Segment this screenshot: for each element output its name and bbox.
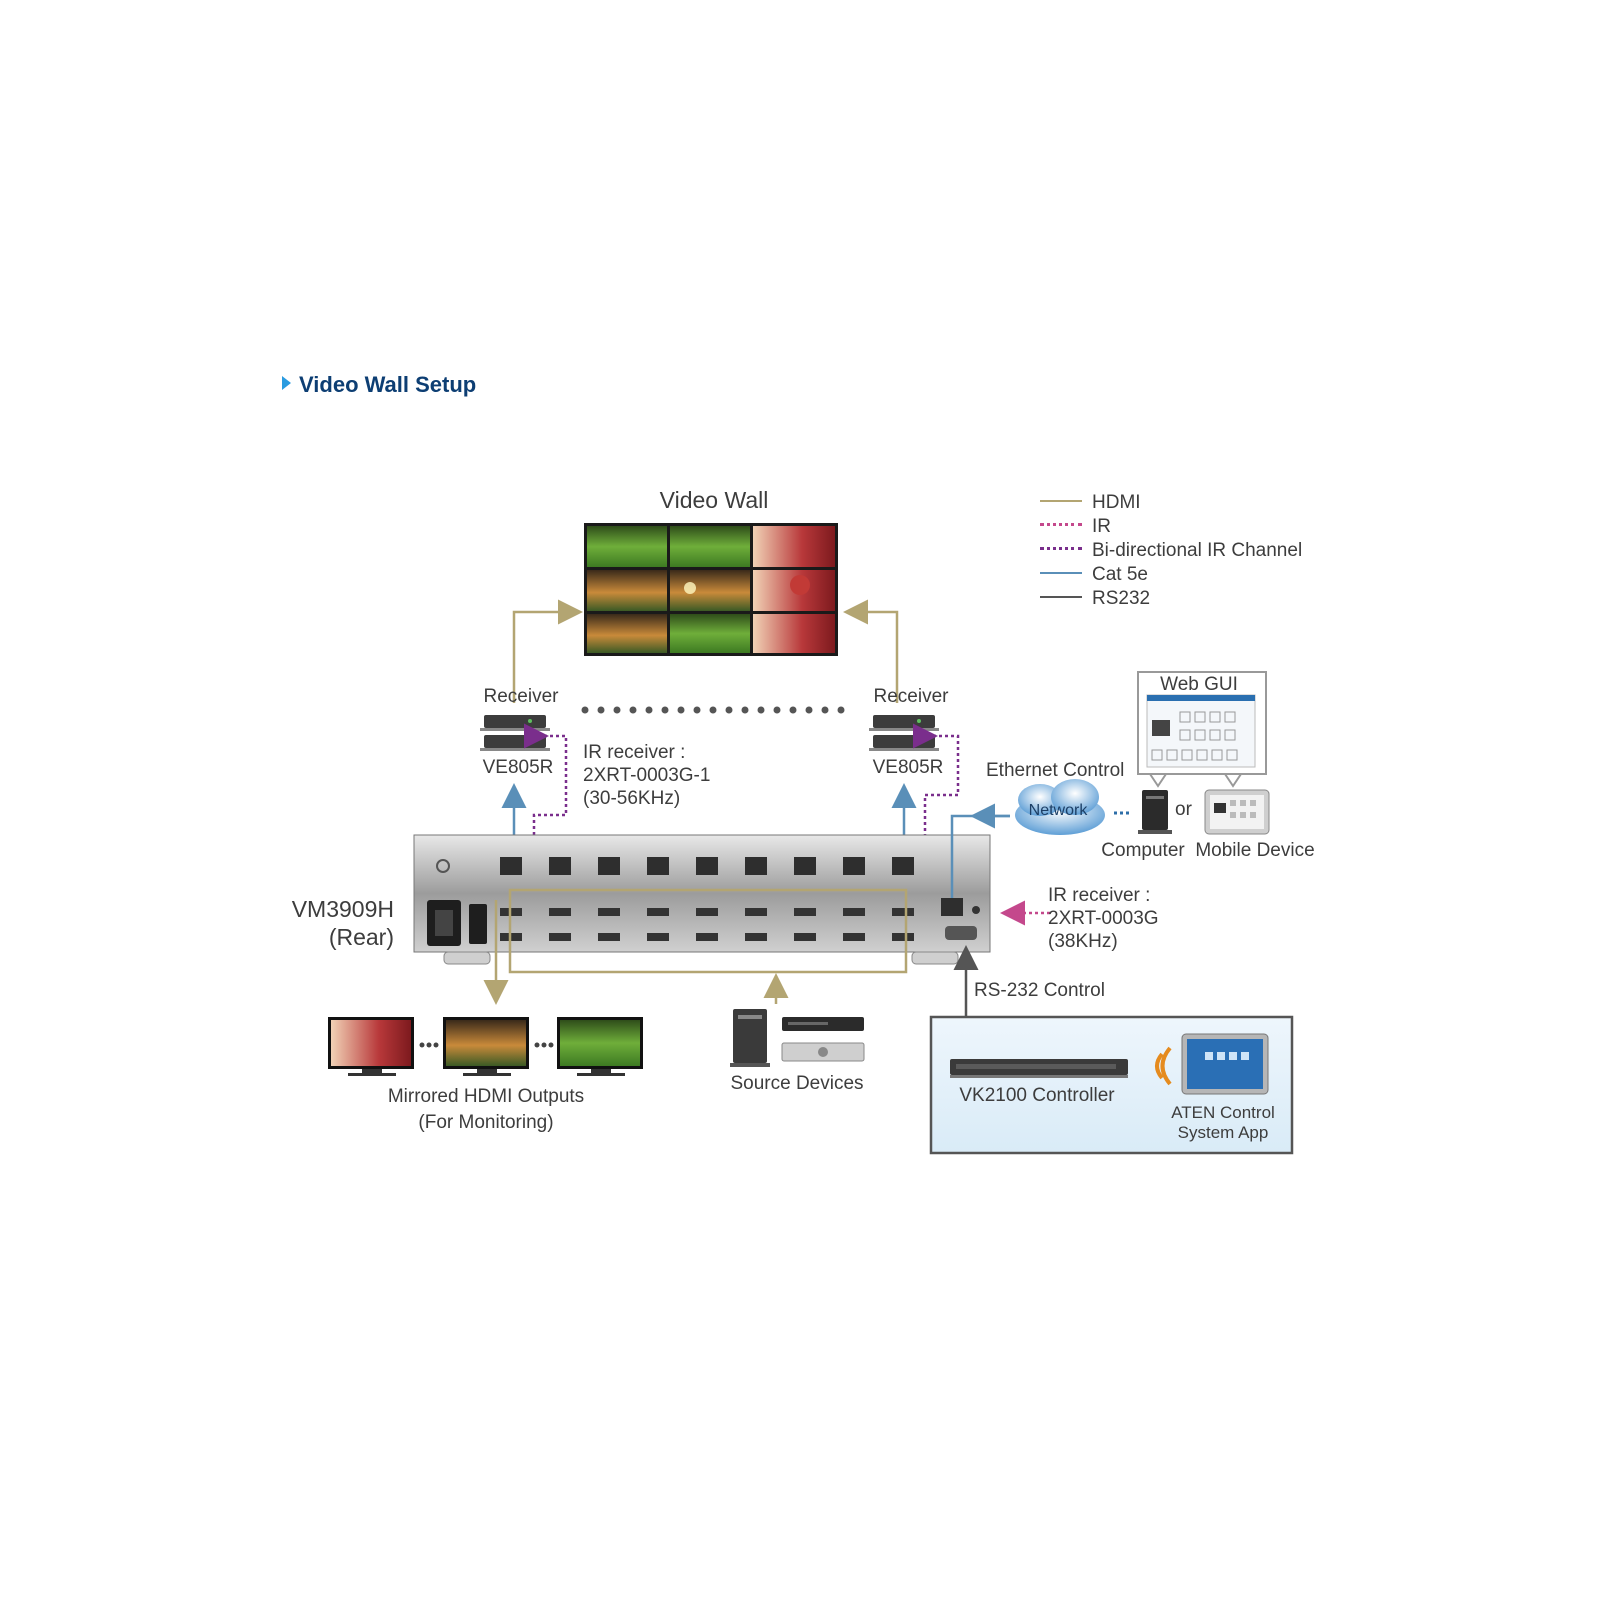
vm3909h-line: VM3909H — [291, 896, 394, 922]
legend-swatch — [1040, 572, 1082, 574]
aten-app-line: System App — [1177, 1123, 1269, 1143]
lan-port — [941, 898, 963, 916]
ir-receiver-2-line: 2XRT-0003G — [1048, 907, 1159, 929]
page-title: Video Wall Setup — [282, 372, 476, 398]
rj45-ports — [500, 857, 914, 875]
or-label: or — [1175, 799, 1192, 820]
legend-label: RS232 — [1092, 588, 1151, 609]
mirrored-outputs-line: (For Monitoring) — [418, 1111, 554, 1133]
ir-receiver-2-line: IR receiver : — [1048, 885, 1151, 906]
video-wall-label: Video Wall — [659, 487, 769, 513]
source-devices-label: Source Devices — [730, 1073, 864, 1094]
tablet-icon — [1204, 789, 1270, 835]
ve805r-left-label: VE805R — [482, 757, 554, 778]
hdmi-line-right-receiver — [843, 599, 899, 703]
ir-receiver-1-line: IR receiver : — [583, 742, 686, 763]
vm3909h-line: (Rear) — [328, 923, 394, 950]
pc-tower-icon — [730, 1009, 770, 1067]
receiver-box-icon — [869, 715, 939, 751]
legend-rs232: RS232 — [1040, 588, 1150, 610]
receiver-box-icon — [480, 715, 550, 751]
legend-swatch — [1040, 523, 1082, 526]
network-cloud-icon — [1015, 779, 1105, 835]
computer-tower-icon — [1138, 790, 1172, 834]
monitor-icon — [328, 1017, 414, 1076]
web-gui-window — [1137, 671, 1267, 788]
mirrored-outputs-label: Mirrored HDMI Outputs (For Monitoring) — [388, 1084, 584, 1135]
video-wall-screens — [584, 523, 838, 656]
receiver-left-label: Receiver — [483, 686, 559, 707]
ve805r-right-label: VE805R — [872, 757, 944, 778]
ellipsis-dots — [581, 706, 845, 714]
legend-swatch — [1040, 500, 1082, 502]
legend-label: IR — [1092, 516, 1111, 537]
web-gui-label: Web GUI — [1160, 674, 1238, 695]
ir-receiver-1-label: IR receiver : 2XRT-0003G-1 (30-56KHz) — [583, 742, 710, 810]
legend-bidir-ir: Bi-directional IR Channel — [1040, 540, 1302, 562]
legend-label: HDMI — [1092, 492, 1141, 513]
ethernet-control-label: Ethernet Control — [986, 760, 1125, 781]
legend-label: Cat 5e — [1092, 564, 1148, 585]
ir-receiver-1-line: 2XRT-0003G-1 — [583, 764, 711, 786]
legend-hdmi: HDMI — [1040, 492, 1141, 514]
rs232-control-label: RS-232 Control — [974, 980, 1105, 1001]
receiver-right-label: Receiver — [873, 686, 949, 707]
vm3909h-chassis — [413, 834, 991, 965]
network-label: Network — [1028, 802, 1088, 819]
legend-ir: IR — [1040, 516, 1111, 538]
vm3909h-label: VM3909H (Rear) — [250, 896, 394, 951]
tablet-app-icon — [1181, 1033, 1269, 1095]
aten-app-label: ATEN Control System App — [1171, 1103, 1275, 1144]
title-text: Video Wall Setup — [299, 372, 477, 397]
ir-receiver-2-line: (38KHz) — [1048, 930, 1118, 952]
vk2100-label: VK2100 Controller — [959, 1085, 1115, 1106]
legend-label: Bi-directional IR Channel — [1092, 540, 1303, 561]
legend-swatch — [1040, 596, 1082, 598]
computer-label: Computer — [1101, 840, 1185, 861]
aten-app-line: ATEN Control — [1171, 1103, 1275, 1122]
hdmi-source-bus — [508, 888, 908, 974]
bidir-ir-line-right — [912, 723, 960, 913]
controller-icon — [950, 1059, 1128, 1078]
monitor-icon — [443, 1017, 529, 1076]
ir-receiver-1-line: (30-56KHz) — [583, 787, 681, 809]
monitor-icon — [557, 1017, 643, 1076]
wireless-signal-icon — [1155, 1046, 1172, 1086]
hdmi-line-left-receiver — [512, 599, 583, 703]
rs232-port — [945, 926, 977, 940]
mirrored-outputs-line: Mirrored HDMI Outputs — [387, 1086, 585, 1107]
ir-receiver-2-label: IR receiver : 2XRT-0003G (38KHz) — [1048, 885, 1159, 953]
legend-cat5e: Cat 5e — [1040, 564, 1148, 586]
dvd-player-icon — [781, 1017, 865, 1062]
mobile-device-label: Mobile Device — [1195, 840, 1315, 861]
bullet-triangle-icon — [282, 376, 291, 390]
legend-swatch — [1040, 547, 1082, 550]
